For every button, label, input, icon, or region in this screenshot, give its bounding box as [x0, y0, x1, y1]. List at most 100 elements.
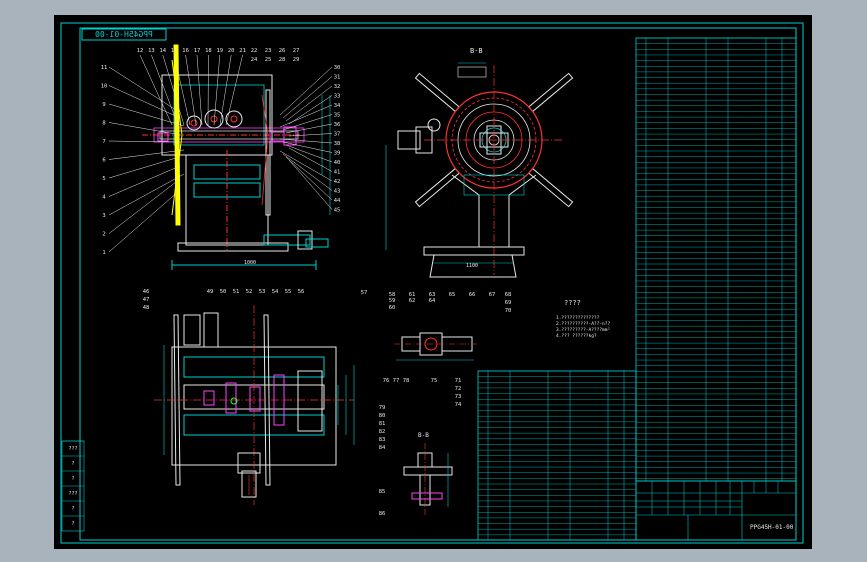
part-balloon: 57 — [361, 290, 368, 296]
part-balloon: 18 — [205, 48, 212, 54]
part-balloon: 22 — [251, 48, 258, 54]
part-balloon: 30 — [334, 65, 341, 71]
top-left-leaders — [108, 54, 333, 253]
part-balloon: 75 — [431, 378, 438, 384]
part-balloon: 6 — [102, 158, 105, 164]
part-balloon: 52 — [246, 289, 253, 295]
part-balloon: 42 — [334, 179, 341, 185]
part-balloon: 50 — [220, 289, 227, 295]
mirrored-title-text: PPG45H-01-00 — [95, 30, 153, 39]
part-balloon: 46 — [143, 289, 150, 295]
part-balloon: 27 — [293, 48, 300, 54]
part-balloon: 17 — [194, 48, 201, 54]
part-balloon: 23 — [265, 48, 272, 54]
part-balloon: 63 — [429, 292, 436, 298]
note-3: 3.?????????-A????mm² — [556, 327, 610, 333]
part-balloon: 5 — [102, 176, 105, 182]
part-balloon: 82 — [379, 429, 386, 435]
part-balloon: 78 — [403, 378, 410, 384]
part-balloon: 12 — [137, 48, 144, 54]
part-balloon: 2 — [102, 232, 105, 238]
part-balloon: 85 — [379, 489, 386, 495]
part-balloon: 16 — [182, 48, 189, 54]
part-balloon: 66 — [469, 292, 476, 298]
part-balloon: 34 — [334, 103, 341, 109]
part-balloon: 59 — [389, 298, 396, 304]
part-balloon: 15 — [171, 48, 178, 54]
part-balloon: 60 — [389, 305, 396, 311]
part-balloon: 62 — [409, 298, 416, 304]
section-bb-view: B-B — [385, 47, 574, 278]
part-balloon: 39 — [334, 151, 341, 157]
part-balloon: 55 — [285, 289, 292, 295]
part-balloon: 37 — [334, 132, 341, 138]
part-balloon: 11 — [101, 65, 108, 71]
part-balloon: 24 — [251, 57, 258, 63]
part-balloon: 40 — [334, 160, 341, 166]
part-balloon: 36 — [334, 122, 341, 128]
part-balloon: 65 — [449, 292, 456, 298]
part-balloon: 74 — [455, 402, 462, 408]
part-balloon: 43 — [334, 189, 341, 195]
part-balloon: 8 — [102, 121, 105, 127]
small-motor-view — [394, 332, 478, 361]
inner-border — [79, 27, 797, 541]
part-balloon: 49 — [207, 289, 214, 295]
part-balloon: 61 — [409, 292, 416, 298]
part-balloon: 45 — [334, 208, 341, 214]
part-balloon: 19 — [216, 48, 223, 54]
assembly-drawing: PPG45H-01-00 ?????????? — [60, 22, 804, 544]
part-balloon: 21 — [239, 48, 246, 54]
part-balloon: 14 — [159, 48, 166, 54]
part-balloon: 9 — [102, 102, 105, 108]
note-1: 1.?????????????? — [556, 315, 600, 321]
section-bb-label: B-B — [470, 47, 483, 55]
part-balloon: 10 — [101, 84, 108, 90]
part-balloon: 51 — [233, 289, 240, 295]
cad-drawing-viewport[interactable]: PPG45H-01-00 ?????????? — [54, 15, 812, 549]
note-4: 4.??? ??????kg? — [556, 333, 597, 339]
part-balloon: 28 — [279, 57, 286, 63]
note-2: 2.??????????-A??-n?? — [556, 321, 610, 327]
part-balloon: 80 — [379, 413, 386, 419]
part-balloon: 58 — [389, 292, 396, 298]
drawing-number: PPG45H-01-00 — [750, 524, 794, 531]
mirrored-title-box — [81, 28, 167, 41]
title-block: PPG45H-01-00 — [635, 480, 797, 541]
part-balloon: 31 — [334, 75, 341, 81]
left-table-cell: ? — [71, 461, 74, 467]
part-balloon: 41 — [334, 170, 341, 176]
part-balloon: 56 — [298, 289, 305, 295]
part-balloon: 69 — [505, 300, 512, 306]
part-balloon: 77 — [393, 378, 400, 384]
technical-notes: ???? 1.?????????????? 2.??????????-A??-n… — [556, 299, 610, 339]
part-balloon: 86 — [379, 511, 386, 517]
part-balloon: 64 — [429, 298, 436, 304]
part-balloon: 32 — [334, 84, 341, 90]
part-balloon: 73 — [455, 394, 462, 400]
part-balloon: 29 — [293, 57, 300, 63]
part-balloon: 81 — [379, 421, 386, 427]
svg-text:1000: 1000 — [244, 260, 256, 266]
outer-border — [60, 22, 804, 544]
part-balloon: 48 — [143, 305, 150, 311]
part-balloon: 35 — [334, 113, 341, 119]
part-balloon: 72 — [455, 386, 462, 392]
part-balloon: 68 — [505, 292, 512, 298]
part-balloon: 26 — [279, 48, 286, 54]
left-table-cell: ? — [71, 506, 74, 512]
part-balloon: 76 — [383, 378, 390, 384]
bill-of-materials-table — [477, 370, 637, 541]
part-balloon: 13 — [148, 48, 155, 54]
plan-view — [154, 305, 355, 505]
left-side-table: ?????????? — [61, 440, 85, 532]
part-balloon: 25 — [265, 57, 272, 63]
part-balloon: 7 — [102, 139, 105, 145]
part-balloon: 70 — [505, 308, 512, 314]
part-balloon: 33 — [334, 94, 341, 100]
part-balloon: 4 — [102, 195, 106, 201]
part-balloon: 1 — [102, 250, 105, 256]
part-balloon: 44 — [334, 198, 341, 204]
